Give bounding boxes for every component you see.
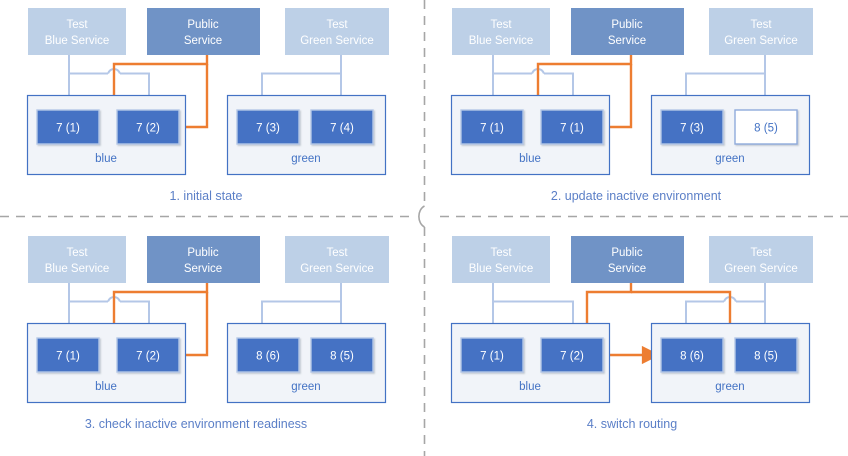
service-label-line1: Test bbox=[490, 247, 512, 259]
service-label-line1: Test bbox=[750, 19, 772, 31]
service-label-line2: Green Service bbox=[300, 35, 374, 47]
instance-green-2[interactable]: 7 (4) bbox=[310, 109, 374, 145]
env-label-blue: blue bbox=[519, 381, 541, 393]
service-label-line1: Test bbox=[66, 19, 88, 31]
instance-blue-2[interactable]: 7 (2) bbox=[116, 109, 180, 145]
instance-label: 7 (2) bbox=[560, 351, 584, 363]
instance-label: 8 (5) bbox=[330, 351, 354, 363]
panel-caption: 4. switch routing bbox=[587, 417, 677, 431]
service-label-line1: Test bbox=[490, 19, 512, 31]
instance-blue-1[interactable]: 7 (1) bbox=[36, 337, 100, 373]
panel-2: blue green 7 (1) 7 (1) 7 (3) 8 (5) Test bbox=[450, 8, 813, 203]
panel-1: blue green 7 (1) 7 (2) 7 (3) 7 (4) bbox=[26, 8, 389, 203]
service-label-line1: Public bbox=[187, 247, 219, 259]
instance-green-1[interactable]: 7 (3) bbox=[236, 109, 300, 145]
service-label-line2: Green Service bbox=[724, 35, 798, 47]
env-label-green: green bbox=[291, 153, 320, 165]
arrow-test-green-to-instance-3 bbox=[678, 72, 765, 111]
panel-caption: 2. update inactive environment bbox=[551, 189, 722, 203]
arrow-test-blue-to-instance-2 bbox=[120, 72, 157, 111]
instance-label: 7 (3) bbox=[256, 123, 280, 135]
service-box-test-green-service[interactable]: Test Green Service bbox=[285, 8, 389, 55]
arrow-test-green-to-instance-3 bbox=[254, 300, 341, 339]
env-label-blue: blue bbox=[519, 153, 541, 165]
service-label-line1: Test bbox=[750, 247, 772, 259]
service-label-line2: Service bbox=[608, 263, 646, 275]
instance-green-1[interactable]: 7 (3) bbox=[660, 109, 724, 145]
arrow-test-blue-to-instance-2 bbox=[544, 72, 581, 111]
service-box-public-service[interactable]: Public Service bbox=[147, 8, 260, 55]
arrow-test-green-to-instance-3 bbox=[254, 72, 341, 111]
env-label-green: green bbox=[715, 381, 744, 393]
panel-caption: 3. check inactive environment readiness bbox=[85, 417, 307, 431]
service-box-public-service[interactable]: Public Service bbox=[571, 236, 684, 283]
service-label-line2: Service bbox=[184, 263, 222, 275]
service-label-line2: Service bbox=[608, 35, 646, 47]
instance-label: 7 (2) bbox=[136, 351, 160, 363]
instance-label: 7 (4) bbox=[330, 123, 354, 135]
arrow-test-blue-to-instance-2 bbox=[120, 300, 157, 339]
service-box-public-service[interactable]: Public Service bbox=[571, 8, 684, 55]
service-label-line1: Test bbox=[66, 247, 88, 259]
instance-label: 7 (1) bbox=[480, 351, 504, 363]
instance-label: 8 (5) bbox=[754, 123, 778, 135]
service-label-line1: Public bbox=[611, 247, 643, 259]
instance-green-2[interactable]: 8 (5) bbox=[734, 109, 798, 145]
env-label-blue: blue bbox=[95, 153, 117, 165]
service-box-test-green-service[interactable]: Test Green Service bbox=[285, 236, 389, 283]
env-label-green: green bbox=[291, 381, 320, 393]
service-label-line1: Public bbox=[611, 19, 643, 31]
instance-label: 7 (1) bbox=[56, 351, 80, 363]
instance-green-2[interactable]: 8 (5) bbox=[310, 337, 374, 373]
instance-green-1[interactable]: 8 (6) bbox=[236, 337, 300, 373]
instance-label: 8 (6) bbox=[256, 351, 280, 363]
service-label-line2: Blue Service bbox=[45, 35, 110, 47]
service-box-test-green-service[interactable]: Test Green Service bbox=[709, 236, 813, 283]
service-label-line2: Service bbox=[184, 35, 222, 47]
instance-blue-2[interactable]: 7 (2) bbox=[540, 337, 604, 373]
instance-blue-2[interactable]: 7 (1) bbox=[540, 109, 604, 145]
instance-blue-1[interactable]: 7 (1) bbox=[460, 109, 524, 145]
service-label-line1: Test bbox=[326, 247, 348, 259]
service-box-public-service[interactable]: Public Service bbox=[147, 236, 260, 283]
instance-blue-1[interactable]: 7 (1) bbox=[460, 337, 524, 373]
instance-label: 8 (6) bbox=[680, 351, 704, 363]
divider-hop-arc bbox=[418, 205, 425, 228]
service-label-line1: Test bbox=[326, 19, 348, 31]
service-label-line2: Blue Service bbox=[469, 263, 534, 275]
instance-label: 7 (3) bbox=[680, 123, 704, 135]
instance-label: 7 (1) bbox=[56, 123, 80, 135]
env-label-blue: blue bbox=[95, 381, 117, 393]
service-box-test-blue-service[interactable]: Test Blue Service bbox=[28, 8, 126, 55]
instance-label: 7 (2) bbox=[136, 123, 160, 135]
instance-blue-2[interactable]: 7 (2) bbox=[116, 337, 180, 373]
instance-label: 7 (1) bbox=[560, 123, 584, 135]
service-label-line2: Blue Service bbox=[469, 35, 534, 47]
service-box-test-green-service[interactable]: Test Green Service bbox=[709, 8, 813, 55]
instance-blue-1[interactable]: 7 (1) bbox=[36, 109, 100, 145]
service-box-test-blue-service[interactable]: Test Blue Service bbox=[452, 236, 550, 283]
panel-3: blue green 7 (1) 7 (2) 8 (6) 8 (5) Test bbox=[26, 236, 389, 431]
service-label-line2: Blue Service bbox=[45, 263, 110, 275]
instance-green-2[interactable]: 8 (5) bbox=[734, 337, 798, 373]
service-label-line1: Public bbox=[187, 19, 219, 31]
instance-label: 7 (1) bbox=[480, 123, 504, 135]
service-box-test-blue-service[interactable]: Test Blue Service bbox=[28, 236, 126, 283]
panel-4: blue green 7 (1) 7 (2) 8 (6) 8 (5) Test bbox=[450, 236, 813, 431]
service-label-line2: Green Service bbox=[724, 263, 798, 275]
env-label-green: green bbox=[715, 153, 744, 165]
panel-caption: 1. initial state bbox=[170, 189, 243, 203]
arrow-test-green-to-instance-3 bbox=[678, 300, 724, 339]
service-box-test-blue-service[interactable]: Test Blue Service bbox=[452, 8, 550, 55]
instance-label: 8 (5) bbox=[754, 351, 778, 363]
instance-green-1[interactable]: 8 (6) bbox=[660, 337, 724, 373]
service-label-line2: Green Service bbox=[300, 263, 374, 275]
arrow-test-blue-to-instance-2 bbox=[493, 300, 581, 339]
